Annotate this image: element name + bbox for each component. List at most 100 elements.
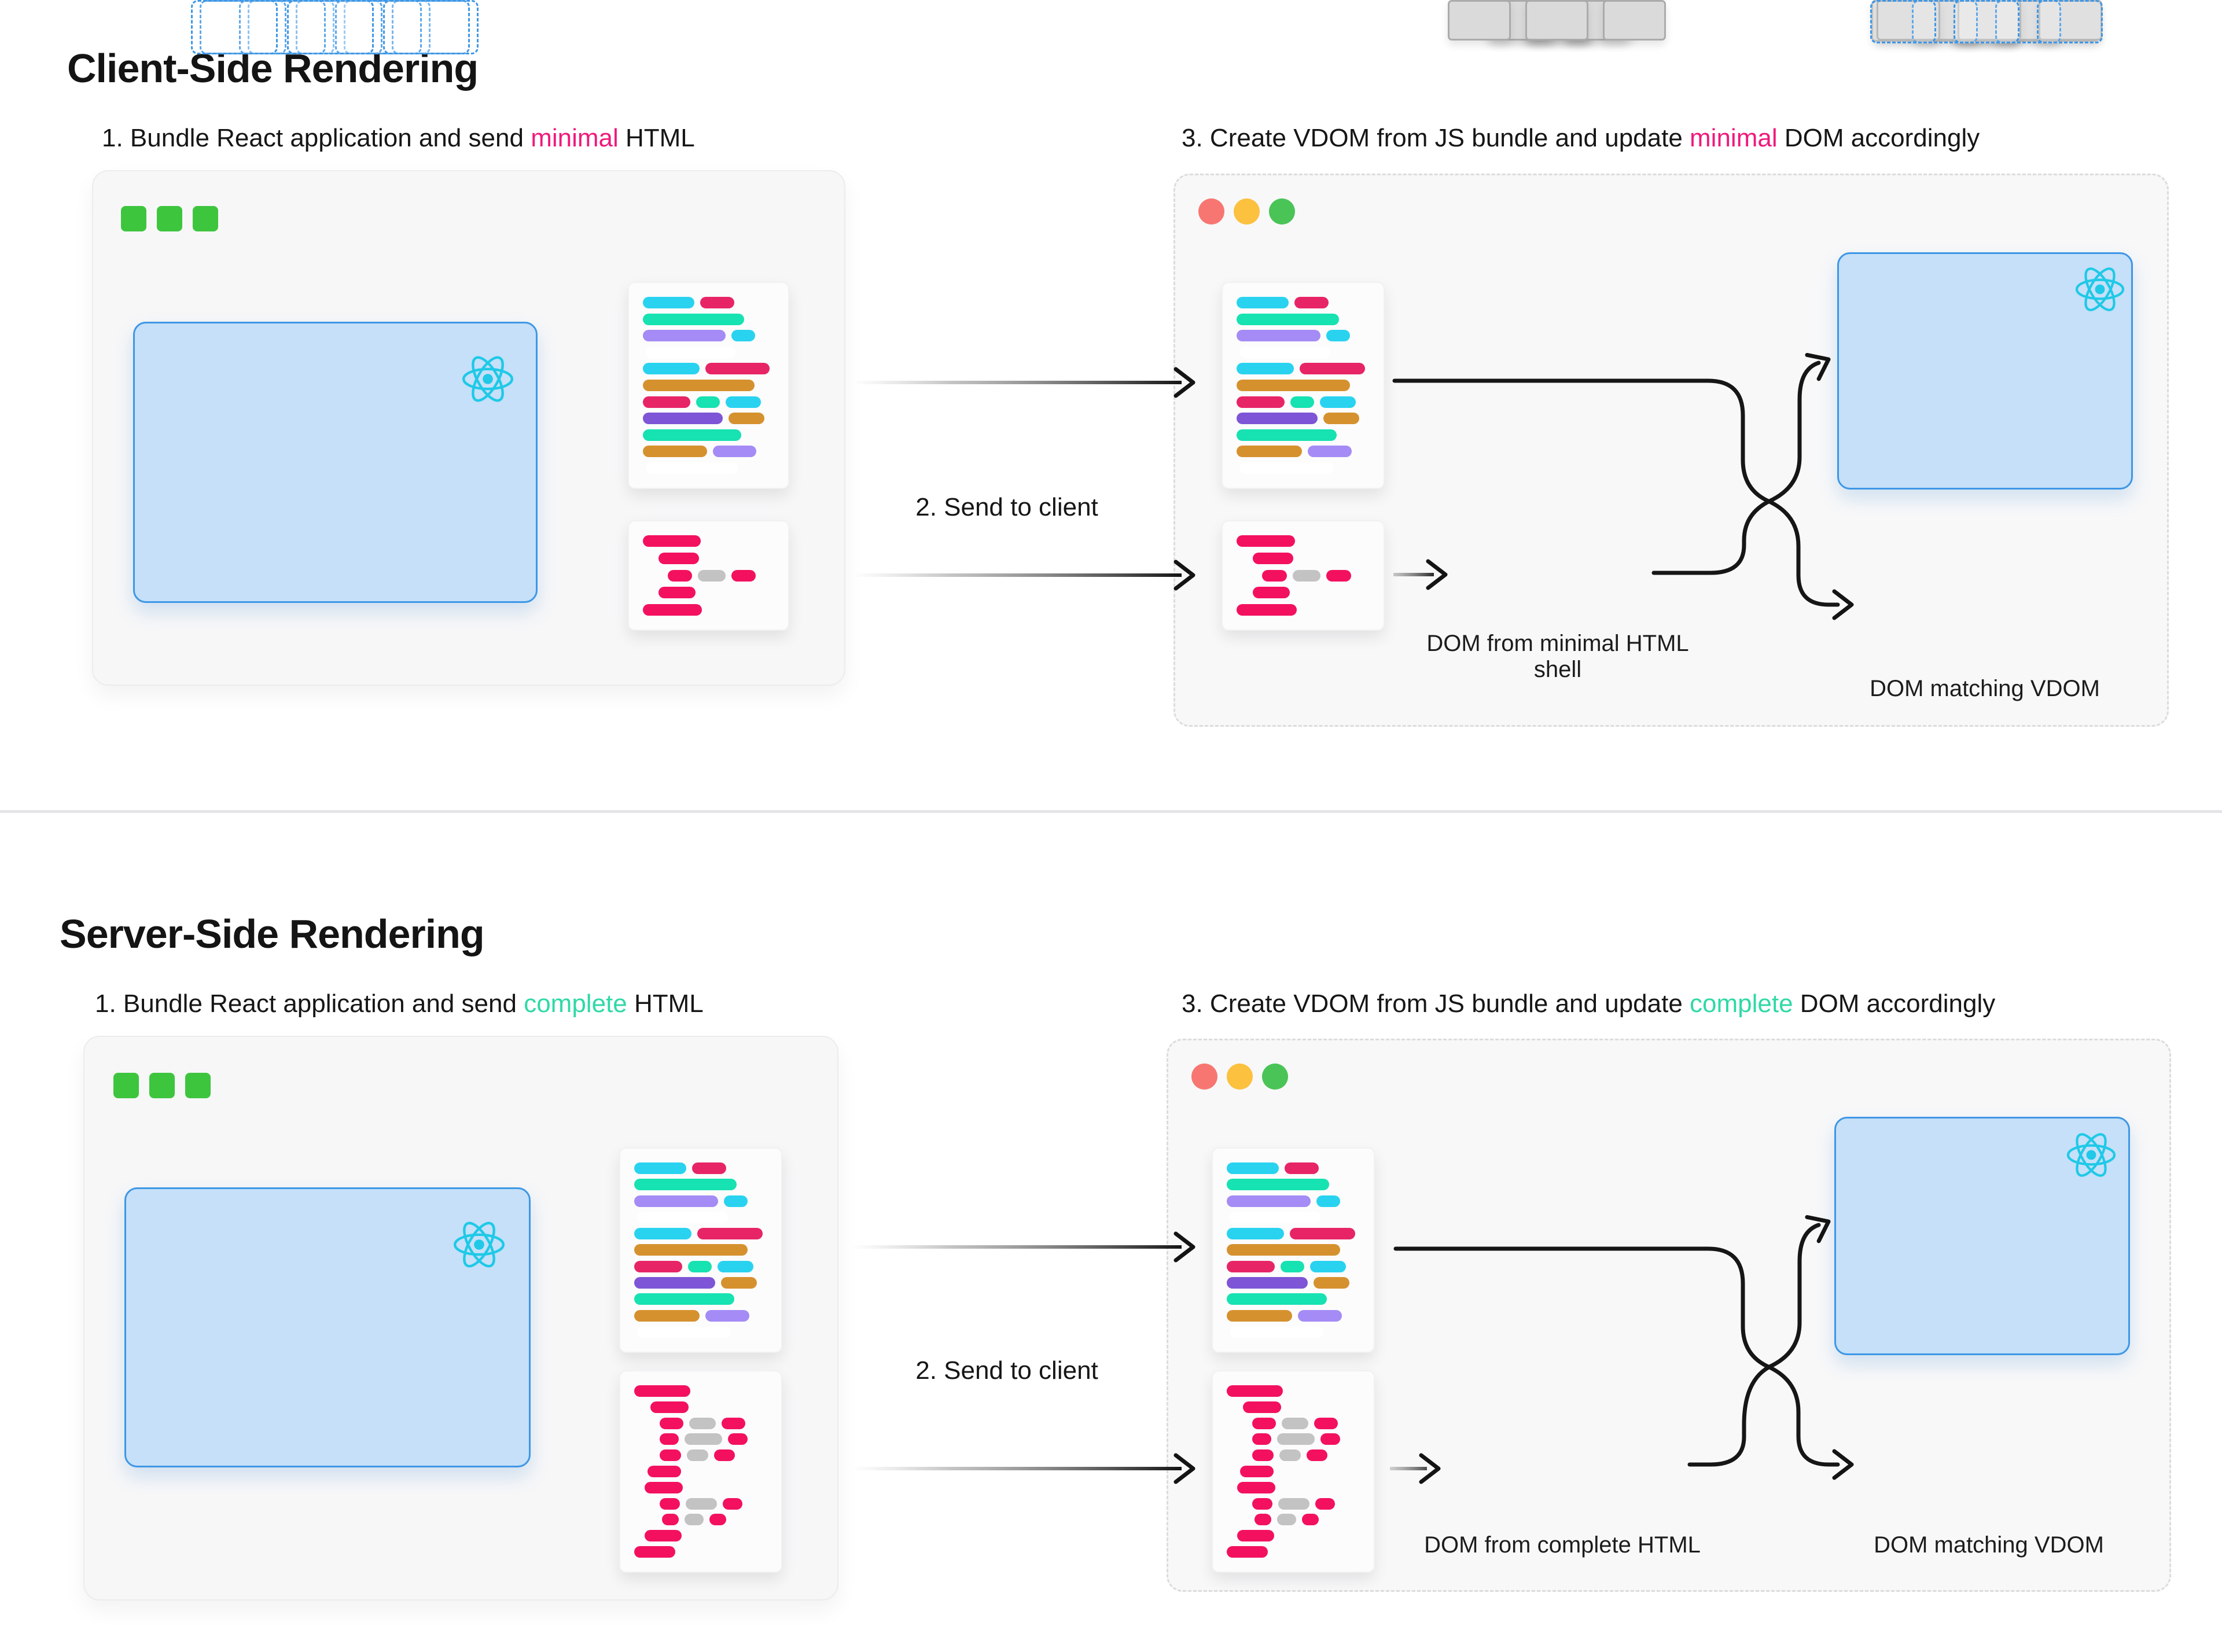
code-token — [634, 1162, 686, 1174]
code-line — [637, 1211, 767, 1223]
code-token — [1255, 1514, 1272, 1526]
code-token — [1307, 446, 1352, 458]
code-line — [1237, 413, 1370, 425]
code-token — [1280, 1260, 1305, 1272]
code-token — [645, 462, 738, 474]
code-token — [718, 1260, 754, 1272]
code-line — [1237, 429, 1370, 441]
code-line — [1227, 1309, 1360, 1322]
dom-matching-label: DOM matching VDOM — [1870, 676, 2100, 701]
code-token — [689, 1417, 716, 1429]
code-line — [643, 396, 774, 408]
code-token — [729, 413, 764, 425]
window-traffic-lights-icon — [1198, 198, 1295, 225]
code-token — [668, 569, 693, 582]
react-app-box-ssr — [124, 1187, 531, 1467]
ssr-step1-highlight: complete — [524, 989, 627, 1018]
component-node — [344, 0, 431, 54]
component-node — [287, 0, 374, 54]
code-token — [637, 1326, 731, 1338]
code-token — [1237, 1530, 1274, 1542]
code-line — [1252, 587, 1370, 599]
code-line — [1239, 346, 1370, 358]
arrowhead-icon — [1173, 560, 1195, 591]
code-line — [1242, 1401, 1360, 1413]
ssr-step3-highlight: complete — [1690, 989, 1793, 1018]
code-line — [1240, 1465, 1360, 1477]
code-document-js-bundle — [1212, 1147, 1375, 1353]
code-line — [650, 1401, 767, 1413]
code-line — [1237, 379, 1370, 391]
arrowhead-icon — [1173, 1231, 1195, 1263]
traffic-yellow-icon — [1227, 1064, 1253, 1090]
code-token — [709, 1514, 727, 1526]
code-token — [634, 1260, 682, 1272]
code-token — [634, 1546, 676, 1558]
code-token — [1289, 1228, 1355, 1240]
csr-step3-suffix: DOM accordingly — [1777, 124, 1980, 152]
code-token — [1227, 1293, 1327, 1305]
code-line — [634, 1162, 767, 1174]
code-token — [643, 535, 701, 547]
arrowhead-icon — [1173, 367, 1195, 398]
code-line — [659, 1449, 767, 1462]
code-line — [634, 1179, 767, 1191]
code-token — [1292, 569, 1320, 582]
code-token — [1314, 1277, 1350, 1289]
code-line — [1227, 1385, 1360, 1397]
code-line — [1237, 330, 1370, 342]
code-token — [685, 1514, 704, 1526]
code-token — [1237, 396, 1285, 408]
code-token — [1320, 396, 1356, 408]
ssr-title: Server-Side Rendering — [60, 911, 485, 956]
ssr-step3-suffix: DOM accordingly — [1793, 989, 1996, 1018]
code-token — [1284, 1162, 1319, 1174]
code-token — [1310, 1260, 1347, 1272]
code-line — [634, 1309, 767, 1322]
code-line — [1237, 604, 1370, 616]
vdom-box-csr — [1837, 252, 2133, 490]
code-line — [643, 535, 774, 547]
code-token — [645, 1530, 682, 1542]
code-token — [637, 1211, 729, 1223]
code-token — [1237, 297, 1289, 308]
code-token — [634, 1228, 691, 1240]
code-token — [1237, 379, 1350, 391]
vdom-box-ssr — [1834, 1117, 2130, 1355]
code-line — [645, 462, 774, 474]
code-line — [643, 363, 774, 375]
code-token — [728, 1433, 748, 1445]
ssr-step1-prefix: 1. Bundle React application and send — [95, 989, 524, 1018]
window-square-icon — [193, 206, 218, 231]
code-token — [1227, 1385, 1283, 1397]
code-token — [659, 1433, 679, 1445]
code-token — [643, 313, 744, 325]
code-line — [645, 1481, 767, 1493]
code-line — [643, 313, 774, 325]
window-squares-icon — [113, 1073, 211, 1098]
code-token — [643, 379, 755, 391]
code-token — [1242, 1401, 1282, 1413]
code-line — [634, 1385, 767, 1397]
code-token — [722, 1417, 746, 1429]
code-line — [634, 1195, 767, 1207]
code-line — [1227, 1293, 1360, 1305]
traffic-red-icon — [1191, 1064, 1217, 1090]
code-line — [668, 569, 774, 582]
dom-complete-node — [1525, 0, 1588, 41]
code-token — [634, 1179, 737, 1191]
code-token — [1239, 462, 1333, 474]
code-token — [1281, 1417, 1309, 1429]
code-line — [1252, 1498, 1360, 1510]
code-line — [645, 1530, 767, 1542]
ssr-step1-suffix: HTML — [627, 989, 704, 1018]
code-token — [1227, 1277, 1308, 1289]
code-token — [1227, 1228, 1284, 1240]
code-line — [1229, 1326, 1360, 1338]
code-token — [1252, 1417, 1276, 1429]
code-line — [659, 1433, 767, 1445]
code-token — [705, 1309, 749, 1322]
code-token — [1307, 1449, 1327, 1462]
section-divider — [0, 810, 2222, 813]
